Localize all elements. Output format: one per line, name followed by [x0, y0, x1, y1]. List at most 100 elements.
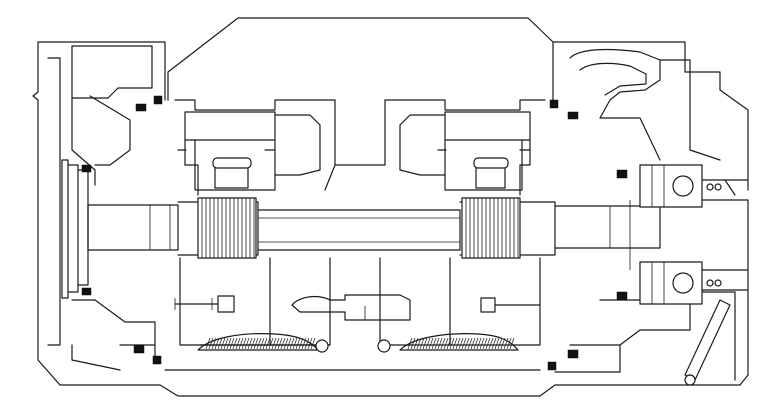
hatch-line — [298, 337, 304, 350]
seal-upper-right-1 — [549, 99, 559, 109]
hatch-line — [241, 337, 247, 350]
hatch-line — [458, 337, 464, 350]
hatch-line — [280, 337, 286, 350]
left-bottom-plate — [197, 333, 329, 353]
hatch-line — [461, 337, 467, 350]
hatch-line — [259, 337, 265, 350]
left-cartridge-lower — [174, 257, 331, 346]
hatch-line — [476, 337, 482, 350]
hatch-line — [500, 337, 506, 350]
seal-upper-right-2 — [567, 111, 579, 120]
center-divider — [291, 164, 411, 321]
hatch-line — [443, 337, 449, 350]
hatch-line — [416, 337, 422, 350]
seal-upper-left-1 — [135, 103, 147, 112]
hatch-line — [289, 337, 295, 350]
right-bottom-plate — [377, 333, 519, 353]
bearing-ball-lower — [672, 272, 694, 294]
left-end-cavities — [47, 45, 156, 371]
hatch-line — [232, 337, 238, 350]
left-rotor — [197, 197, 257, 259]
hatch-line — [253, 337, 259, 350]
hatch-line — [301, 337, 307, 350]
hatch-line — [205, 337, 211, 350]
hatch-line — [413, 337, 419, 350]
hatch-line — [497, 337, 503, 350]
hatch-line — [238, 337, 244, 350]
hatch-line — [434, 337, 440, 350]
left-flange — [61, 159, 89, 299]
seal-right-bearing-lower — [616, 291, 628, 301]
hatch-line — [310, 337, 316, 350]
right-rotor-splines — [465, 198, 519, 258]
hatch-line — [217, 337, 223, 350]
left-plate-hatching — [205, 337, 316, 350]
bearing-ball-upper — [672, 175, 694, 197]
hatch-line — [446, 337, 452, 350]
hatch-line — [494, 337, 500, 350]
hatch-line — [482, 337, 488, 350]
hatch-line — [467, 337, 473, 350]
hatch-line — [268, 337, 274, 350]
hatch-line — [431, 337, 437, 350]
outer-housing — [32, 17, 749, 397]
seal-left-flange-upper — [81, 164, 92, 173]
hatch-line — [470, 337, 476, 350]
hatch-line — [208, 337, 214, 350]
hatch-line — [235, 337, 241, 350]
bottom-right-link — [684, 299, 731, 386]
seal-lower-right-1 — [567, 349, 579, 359]
hatch-line — [220, 337, 226, 350]
drive-shaft — [87, 199, 749, 271]
hatch-line — [485, 337, 491, 350]
hatch-line — [214, 337, 220, 350]
hatch-line — [509, 337, 515, 350]
right-bearing-stack — [639, 164, 749, 305]
hatch-line — [425, 337, 431, 350]
seals — [81, 95, 628, 371]
seal-lower-right-2 — [547, 361, 557, 371]
hatch-line — [271, 337, 277, 350]
hatch-line — [428, 337, 434, 350]
hatch-line — [244, 337, 250, 350]
hatch-line — [503, 337, 509, 350]
hatch-line — [422, 337, 428, 350]
hatch-line — [506, 337, 512, 350]
hatch-line — [223, 337, 229, 350]
right-cartridge-upper — [384, 99, 546, 196]
hatch-line — [455, 337, 461, 350]
hatch-line — [262, 337, 268, 350]
hatch-line — [286, 337, 292, 350]
seal-right-bearing-upper — [616, 169, 628, 179]
seal-lower-left-2 — [152, 355, 162, 365]
right-rotor — [461, 197, 521, 259]
hatch-line — [226, 337, 232, 350]
hatch-line — [419, 337, 425, 350]
seal-upper-left-2 — [153, 95, 163, 105]
seal-left-flange-lower — [81, 287, 92, 296]
seal-lower-left-1 — [133, 344, 145, 354]
hatch-line — [479, 337, 485, 350]
left-rotor-splines — [201, 198, 255, 258]
hatch-line — [265, 337, 271, 350]
hatch-line — [410, 337, 416, 350]
hatch-line — [256, 337, 262, 350]
right-cartridge-lower — [379, 257, 541, 346]
hatch-line — [277, 337, 283, 350]
hatch-line — [407, 337, 413, 350]
hatch-line — [292, 337, 298, 350]
hatch-line — [283, 337, 289, 350]
hatch-line — [488, 337, 494, 350]
hatch-line — [440, 337, 446, 350]
hatch-line — [491, 337, 497, 350]
hatch-line — [307, 337, 313, 350]
hatch-line — [464, 337, 470, 350]
hatch-line — [229, 337, 235, 350]
hatch-line — [437, 337, 443, 350]
hatch-line — [452, 337, 458, 350]
hatch-line — [250, 337, 256, 350]
right-plate-hatching — [407, 337, 515, 350]
hatch-line — [304, 337, 310, 350]
left-cartridge-upper — [174, 99, 336, 196]
